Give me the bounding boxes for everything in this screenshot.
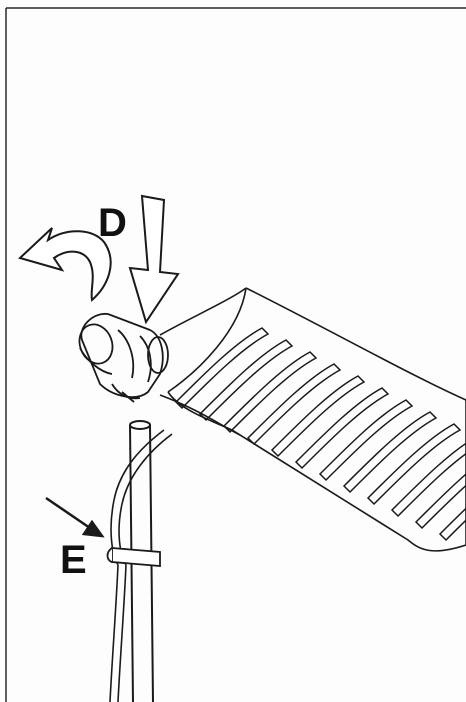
label-e: E — [60, 538, 87, 582]
reflector-slot — [318, 399, 414, 482]
reflector-slot — [246, 363, 342, 446]
reflector-slot — [342, 411, 438, 494]
reflector-slot — [174, 327, 270, 410]
reflector-slot — [294, 387, 390, 470]
reflector-slot — [414, 473, 466, 530]
reflector-slot — [390, 442, 466, 518]
label-d: D — [98, 201, 127, 245]
lamp-socket — [78, 313, 169, 403]
down-arrow-icon — [128, 194, 180, 325]
diagram-border — [5, 7, 466, 702]
power-cable — [109, 429, 173, 702]
cable-clip — [106, 547, 161, 567]
diagonal-arrow-icon — [45, 496, 105, 538]
reflector-slot — [366, 423, 462, 506]
reflector-slots — [174, 327, 466, 542]
reflector-slot — [222, 351, 318, 434]
reflector-slot — [270, 375, 366, 458]
reflector-slot — [198, 339, 294, 422]
curved-arrow-left-icon — [18, 227, 112, 302]
